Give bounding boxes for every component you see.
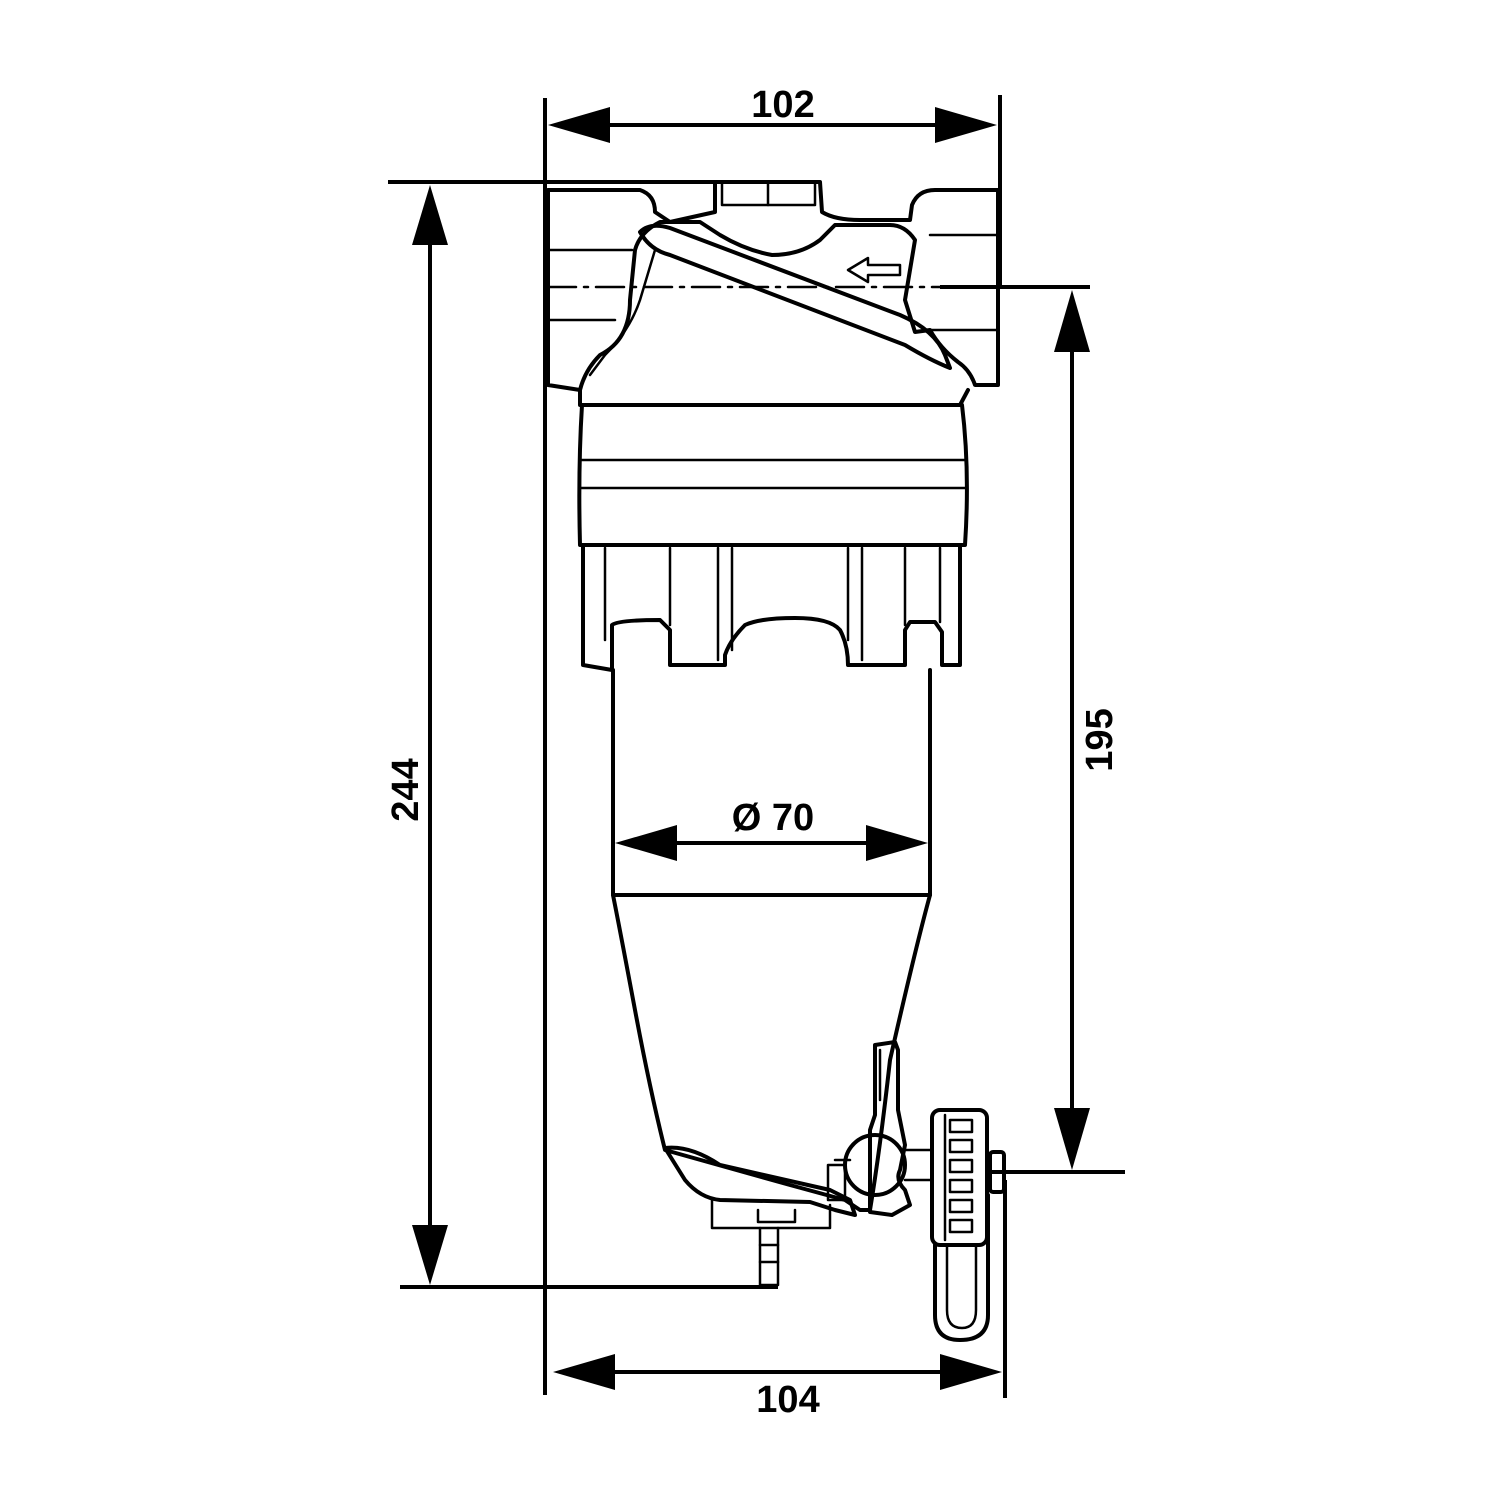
filter-head xyxy=(546,180,1000,392)
height-top-arrowhead xyxy=(412,185,448,245)
loop-bracket xyxy=(933,1193,990,1342)
ribbed-ring-outline xyxy=(581,543,962,672)
total-height-label: 244 xyxy=(385,758,427,821)
dimension-bottom-width: 104 xyxy=(553,1180,1007,1421)
drain-valve-assembly xyxy=(826,1040,1006,1342)
bottom-width-label: 104 xyxy=(756,1379,819,1421)
top-right-arrowhead xyxy=(935,107,997,143)
dimension-top-width: 102 xyxy=(543,84,1002,1395)
collar-top-edge xyxy=(578,388,970,407)
dial-tooth-2 xyxy=(948,1138,974,1154)
dial-tooth-1 xyxy=(948,1118,974,1134)
valve-dial-connector xyxy=(903,1148,934,1182)
dial-tooth-5 xyxy=(948,1198,974,1214)
top-left-arrowhead xyxy=(548,107,610,143)
bowl-cone xyxy=(611,893,932,1212)
height-bottom-arrowhead xyxy=(412,1225,448,1285)
top-width-label: 102 xyxy=(751,84,814,126)
bottom-right-arrowhead xyxy=(940,1354,1002,1390)
bottom-left-arrowhead xyxy=(553,1354,615,1390)
dial-tooth-4 xyxy=(948,1178,974,1194)
collar-body xyxy=(577,403,969,547)
channel-inner-curve xyxy=(588,248,657,377)
filter-ribbed-ring xyxy=(581,543,962,672)
diagonal-channel xyxy=(638,223,952,370)
dial-hub xyxy=(988,1150,1006,1194)
loop-bracket-inner xyxy=(945,1243,978,1330)
dimension-bowl-diameter: Ø 70 xyxy=(615,797,928,861)
connection-top-arrowhead xyxy=(1054,290,1090,352)
bowl-bottom-cap xyxy=(663,1145,857,1217)
head-housing-outline xyxy=(546,180,1000,392)
drain-outlet-pipe xyxy=(758,1226,780,1287)
flow-direction-arrow-icon xyxy=(846,256,902,284)
drain-nipple-slot xyxy=(756,1208,797,1224)
dimension-connection-height: 195 xyxy=(940,285,1125,1174)
valve-inlet-stub xyxy=(826,1163,847,1202)
drain-nipple-body xyxy=(710,1196,832,1230)
connection-bottom-arrowhead xyxy=(1054,1108,1090,1170)
filter-collar xyxy=(577,388,970,547)
dimension-total-height: 244 xyxy=(385,180,800,1289)
connection-height-label: 195 xyxy=(1079,708,1121,771)
dial-tooth-3 xyxy=(948,1158,974,1174)
bowl-cylinder xyxy=(611,668,932,897)
diameter-left-arrowhead xyxy=(615,825,677,861)
dial-tooth-6 xyxy=(948,1218,974,1234)
diameter-right-arrowhead xyxy=(866,825,928,861)
dial-wheel-body xyxy=(930,1108,989,1247)
bowl-diameter-label: Ø 70 xyxy=(732,797,814,839)
